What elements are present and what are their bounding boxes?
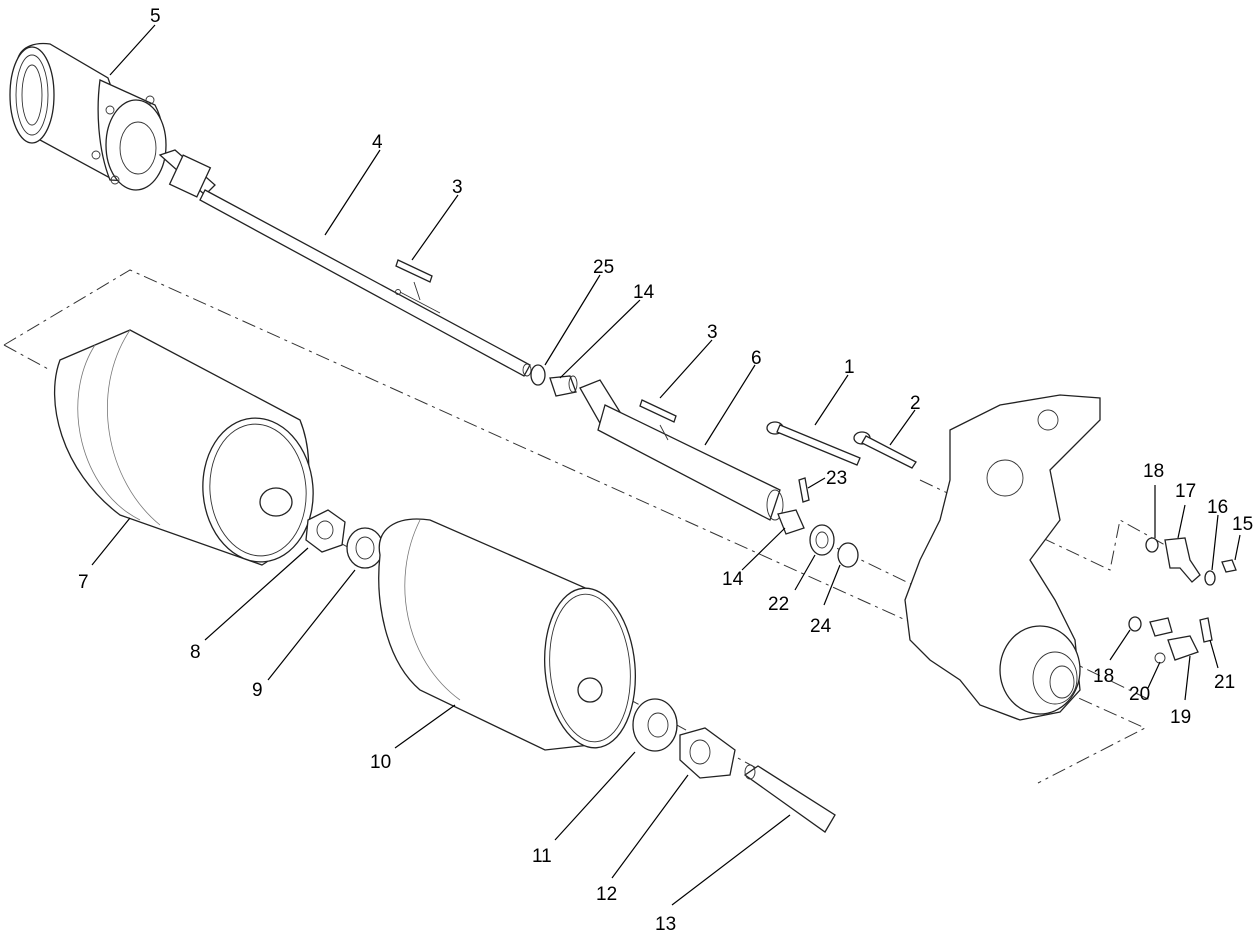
callout-19: 19 [1170, 707, 1191, 728]
part-13-stub-shaft [743, 764, 836, 833]
callout-24: 25 [593, 257, 614, 278]
callout-14-lower: 14 [722, 569, 744, 590]
gearcase-side-plate [904, 394, 1101, 721]
part-3-key-lower [639, 399, 677, 441]
callout-3-upper: 3 [452, 177, 463, 198]
part-24-ring [530, 364, 546, 386]
part-6-motor-housing [9, 42, 167, 191]
part-10-drum-right [378, 518, 637, 751]
callout-14-upper: 14 [633, 282, 655, 303]
callout-2: 2 [910, 393, 921, 414]
part-23-pin [798, 477, 810, 503]
callout-12: 12 [596, 884, 617, 905]
callout-6: 5 [150, 6, 161, 27]
callout-4: 4 [372, 132, 383, 153]
assembly-outline-left [3, 344, 51, 371]
part-1-bolt [766, 421, 861, 466]
callout-21: 21 [1214, 672, 1235, 693]
callout-3-lower: 3 [707, 322, 718, 343]
part-16-washer [1204, 570, 1216, 586]
callout-17: 17 [1175, 481, 1196, 502]
part-17-bracket [1164, 537, 1201, 583]
callout-13: 13 [655, 914, 676, 935]
callout-16: 16 [1207, 497, 1228, 518]
callout-22: 22 [768, 594, 789, 615]
callout-20: 20 [1129, 684, 1150, 705]
part-25-o-ring [837, 542, 859, 568]
callout-18-lower: 18 [1093, 666, 1114, 687]
callout-7: 7 [78, 572, 89, 593]
part-12-coupler [679, 727, 736, 779]
leader-lines [91, 24, 1241, 906]
callout-11: 11 [532, 846, 552, 867]
part-4-drive-shaft [158, 149, 532, 377]
callout-10: 10 [370, 752, 391, 773]
part-14-bushing-upper [549, 375, 578, 397]
part-21-screw [1199, 617, 1213, 643]
axis-line-upper [919, 479, 1166, 571]
part-9-washer [346, 527, 384, 569]
callout-15: 15 [1232, 514, 1253, 535]
part-7-drum-left [53, 329, 314, 566]
part-11-spacer [632, 698, 678, 752]
part-8-nut [305, 509, 346, 553]
assembly-outline [3, 269, 1147, 784]
callout-8: 8 [190, 642, 201, 663]
part-18-clip-lower [1128, 616, 1142, 632]
callout-25: 24 [810, 616, 832, 637]
part-19-latch [1167, 635, 1199, 661]
part-3-key-upper [395, 259, 433, 301]
part-2-bolt [853, 431, 917, 469]
callout-1: 1 [844, 357, 855, 378]
part-22-bearing [809, 524, 835, 556]
callout-18-upper: 18 [1143, 461, 1164, 482]
part-15-screw [1221, 559, 1237, 573]
part-18-clip-upper [1145, 537, 1159, 553]
callout-5: 6 [751, 348, 762, 369]
part-5-splined-shaft [579, 379, 784, 521]
callout-9: 9 [252, 680, 263, 701]
callout-23: 23 [826, 468, 847, 489]
